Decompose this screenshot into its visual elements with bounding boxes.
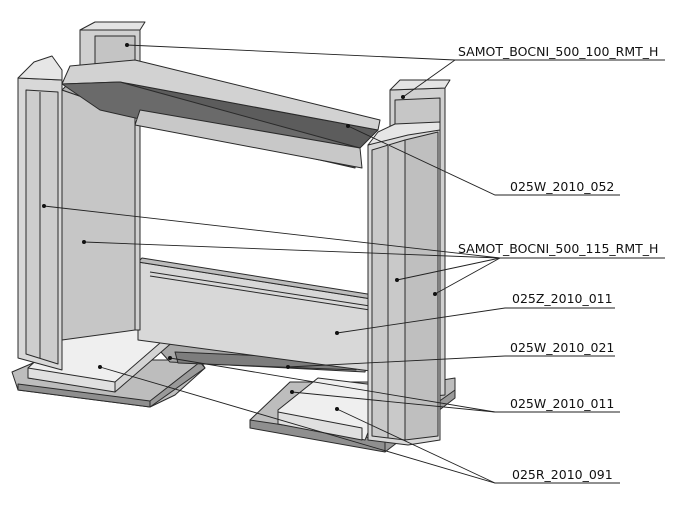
callout-samot-bocni-115: SAMOT_BOCNI_500_115_RMT_H — [458, 241, 659, 256]
right-front-post-side — [404, 131, 439, 441]
right-front-post-top — [367, 121, 441, 146]
dot-samot-100-b — [401, 95, 405, 99]
callout-025z-2010-011: 025Z_2010_011 — [512, 291, 613, 306]
leader-samot-115-d — [434, 257, 501, 295]
left-front-post-face — [25, 89, 59, 365]
dot-samot-115-a — [42, 204, 46, 208]
callout-025w-2010-021: 025W_2010_021 — [510, 340, 615, 355]
top-lintel-face — [134, 109, 363, 169]
leader-r091-b — [336, 408, 496, 484]
callout-025w-2010-052: 025W_2010_052 — [510, 179, 615, 194]
callout-025w-2010-011: 025W_2010_011 — [510, 396, 615, 411]
back-wall-groove-2 — [149, 275, 371, 311]
dot-w011-a — [168, 356, 172, 360]
leader-samot-115-b — [83, 241, 501, 259]
callout-samot-bocni-100: SAMOT_BOCNI_500_100_RMT_H — [458, 44, 659, 59]
left-rear-post-top — [79, 21, 146, 31]
back-wall-groove — [149, 271, 371, 307]
leader-z011 — [336, 307, 615, 334]
floor-plate-right-front — [277, 411, 363, 441]
base-tray-left-side — [149, 361, 206, 408]
leader-w011-b — [291, 391, 496, 413]
dot-samot-115-b — [82, 240, 86, 244]
leader-samot-115-c — [396, 257, 501, 281]
dot-z011 — [335, 331, 339, 335]
dot-r091-b — [335, 407, 339, 411]
left-front-post-top — [17, 55, 63, 81]
leader-samot-100-b — [402, 59, 456, 98]
dot-samot-115-c — [395, 278, 399, 282]
dot-w011-b — [290, 390, 294, 394]
leader-w052 — [347, 125, 620, 196]
dot-samot-100-a — [125, 43, 129, 47]
dot-r091-a — [98, 365, 102, 369]
callout-025r-2010-091: 025R_2010_091 — [512, 467, 613, 482]
dot-w052 — [346, 124, 350, 128]
leader-w021 — [287, 355, 615, 368]
dot-samot-115-d — [433, 292, 437, 296]
dot-w021 — [286, 365, 290, 369]
